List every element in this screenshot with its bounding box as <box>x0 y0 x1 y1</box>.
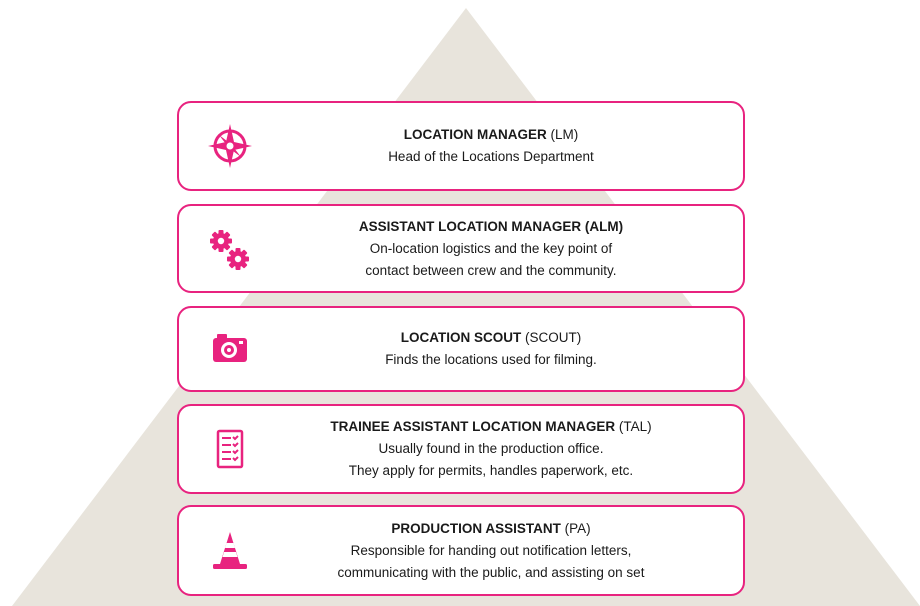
role-abbreviation: (LM) <box>550 127 579 142</box>
role-text: LOCATION MANAGER (LM) Head of the Locati… <box>239 124 743 168</box>
role-description-line-2: contact between crew and the community. <box>365 262 617 278</box>
role-description-line-1: Usually found in the production office. <box>378 441 604 456</box>
traffic-cone-icon <box>213 531 247 569</box>
checklist-icon <box>216 429 244 469</box>
role-text: ASSISTANT LOCATION MANAGER (ALM) On-loca… <box>239 216 743 282</box>
role-card-location-scout: LOCATION SCOUT (SCOUT) Finds the locatio… <box>177 306 745 392</box>
role-title: TRAINEE ASSISTANT LOCATION MANAGER <box>330 419 616 434</box>
role-abbreviation: (TAL) <box>618 419 652 434</box>
role-card-trainee-assistant-location-manager: TRAINEE ASSISTANT LOCATION MANAGER (TAL)… <box>177 404 745 494</box>
role-description-line-2: communicating with the public, and assis… <box>337 564 645 580</box>
gears-icon <box>210 229 249 270</box>
role-card-location-manager: LOCATION MANAGER (LM) Head of the Locati… <box>177 101 745 191</box>
compass-icon <box>208 124 252 168</box>
role-text: LOCATION SCOUT (SCOUT) Finds the locatio… <box>239 327 743 371</box>
role-card-production-assistant: PRODUCTION ASSISTANT (PA) Responsible fo… <box>177 505 745 596</box>
role-title: LOCATION MANAGER <box>403 127 547 142</box>
role-heading: LOCATION SCOUT (SCOUT) <box>239 327 743 349</box>
role-abbreviation: (SCOUT) <box>525 330 582 345</box>
role-title: ASSISTANT LOCATION MANAGER (ALM) <box>358 218 624 234</box>
role-description: Head of the Locations Department <box>388 149 594 164</box>
role-text: PRODUCTION ASSISTANT (PA) Responsible fo… <box>239 518 743 584</box>
role-card-assistant-location-manager: ASSISTANT LOCATION MANAGER (ALM) On-loca… <box>177 204 745 293</box>
camera-icon <box>213 334 247 362</box>
role-text: TRAINEE ASSISTANT LOCATION MANAGER (TAL)… <box>239 416 743 482</box>
role-title: PRODUCTION ASSISTANT <box>391 520 561 536</box>
role-description-line-2: They apply for permits, handles paperwor… <box>348 463 634 478</box>
role-description: Finds the locations used for filming. <box>385 352 597 367</box>
role-description-line-1: Responsible for handing out notification… <box>350 542 632 558</box>
role-title: LOCATION SCOUT <box>400 330 522 345</box>
role-heading: PRODUCTION ASSISTANT (PA) <box>239 518 743 540</box>
role-heading: LOCATION MANAGER (LM) <box>239 124 743 146</box>
role-heading: TRAINEE ASSISTANT LOCATION MANAGER (TAL) <box>239 416 743 438</box>
role-abbreviation: (PA) <box>564 520 591 536</box>
role-description-line-1: On-location logistics and the key point … <box>369 240 613 256</box>
role-heading: ASSISTANT LOCATION MANAGER (ALM) <box>239 216 743 238</box>
